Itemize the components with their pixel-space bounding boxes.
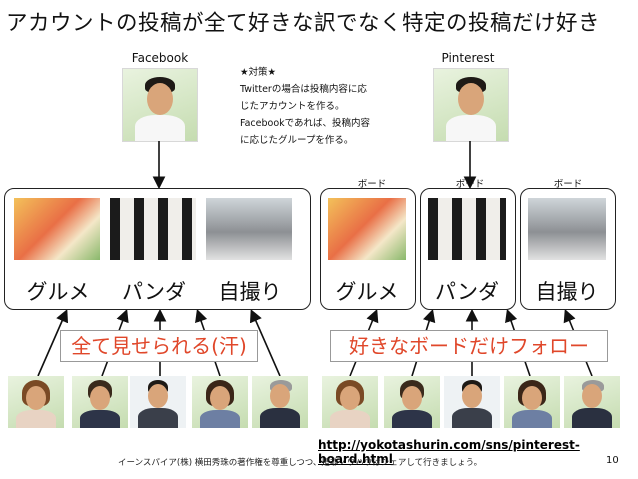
page-number: 10 — [606, 455, 619, 466]
person-photo — [504, 376, 560, 428]
person-photo — [72, 376, 128, 428]
person-photo — [8, 376, 64, 428]
right-banner: 好きなボードだけフォロー — [330, 330, 608, 362]
person-photo — [444, 376, 500, 428]
person-photo — [130, 376, 186, 428]
selfie-photo — [206, 198, 292, 260]
category-panda: パンダ — [420, 276, 514, 306]
left-banner: 全て見せられる(汗) — [60, 330, 258, 362]
category-gourmet: グルメ — [10, 276, 106, 306]
food-photo — [14, 198, 100, 260]
person-photo — [384, 376, 440, 428]
copyright-footer: イーンスパイア(株) 横田秀珠の著作権を尊重しつつ、是非ノウハウはシェアして行き… — [118, 456, 482, 468]
selfie-photo — [528, 198, 606, 260]
category-selfie: 自撮り — [202, 276, 298, 306]
person-photo — [322, 376, 378, 428]
category-selfie: 自撮り — [520, 276, 614, 306]
person-photo — [564, 376, 620, 428]
person-photo — [192, 376, 248, 428]
category-panda: パンダ — [106, 276, 202, 306]
panda-photo — [428, 198, 506, 260]
food-photo — [328, 198, 406, 260]
panda-photo — [110, 198, 196, 260]
person-photo — [252, 376, 308, 428]
category-gourmet: グルメ — [320, 276, 414, 306]
